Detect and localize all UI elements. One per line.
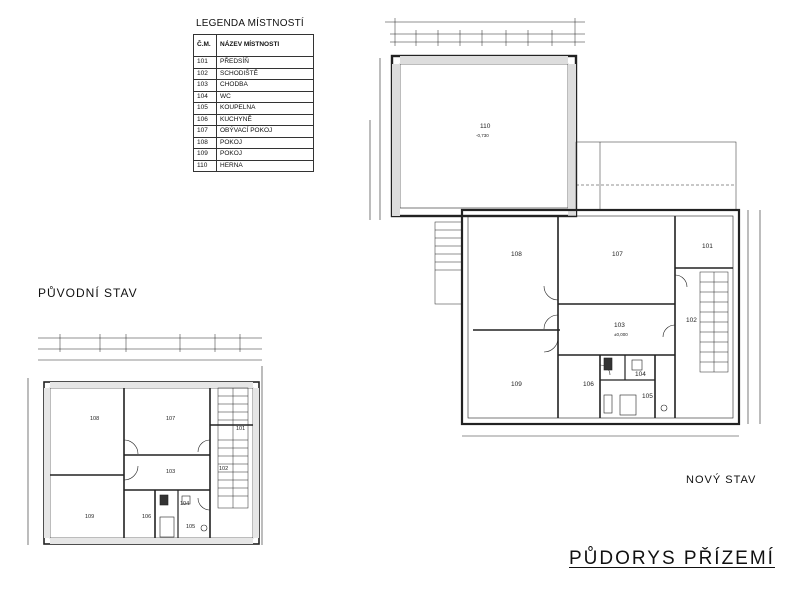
old-room-102: 102	[219, 466, 228, 472]
level-103: ±0,000	[614, 332, 628, 337]
new-room-102: 102	[686, 317, 697, 324]
new-state-label: NOVÝ STAV	[686, 474, 757, 486]
new-room-107: 107	[612, 251, 623, 258]
old-room-101: 101	[236, 426, 245, 432]
old-room-109: 109	[85, 514, 94, 520]
new-room-109: 109	[511, 381, 522, 388]
legend-header-name: NÁZEV MÍSTNOSTI	[216, 34, 314, 57]
new-room-101: 101	[702, 243, 713, 250]
old-room-105: 105	[186, 524, 195, 530]
legend-title: LEGENDA MÍSTNOSTÍ	[196, 18, 304, 29]
legend-room-name: OBÝVACÍ POKOJ	[216, 125, 314, 138]
old-room-104: 104	[180, 501, 189, 507]
old-state-label: PŮVODNÍ STAV	[38, 286, 138, 300]
legend-room-number: 110	[193, 159, 217, 172]
legend-room-name: POKOJ	[216, 136, 314, 149]
old-floor-plan	[27, 334, 263, 545]
new-room-103: 103	[614, 322, 625, 329]
old-room-106: 106	[142, 514, 151, 520]
legend-room-name: POKOJ	[216, 148, 314, 161]
new-room-110: 110	[480, 123, 491, 130]
drawing-title: PŮDORYS PŘÍZEMÍ	[569, 548, 775, 569]
new-room-108: 108	[511, 251, 522, 258]
old-room-107: 107	[166, 416, 175, 422]
old-room-103: 103	[166, 469, 175, 475]
new-room-104: 104	[635, 371, 646, 378]
old-room-108: 108	[90, 416, 99, 422]
new-floor-plan	[369, 18, 761, 437]
legend-room-name: HERNA	[216, 159, 314, 172]
new-room-106: 106	[583, 381, 594, 388]
new-room-105: 105	[642, 393, 653, 400]
level-110: -0,730	[476, 133, 489, 138]
